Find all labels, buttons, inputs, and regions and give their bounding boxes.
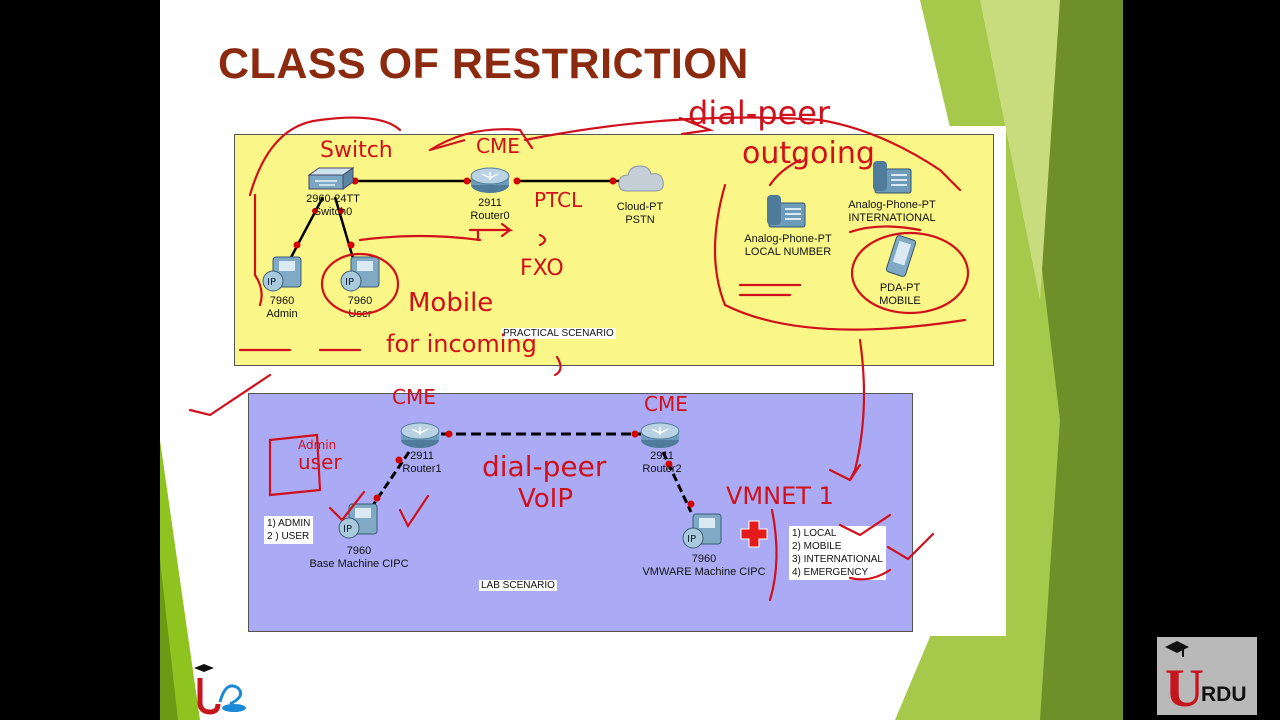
pda-icon[interactable] [885,235,917,279]
svg-text:IP: IP [267,277,276,288]
ink-dial-peer-lab: dial-peer [482,450,607,483]
switch-icon[interactable] [305,167,355,191]
urdu-logo-u: U [1165,658,1204,718]
analog-phone-local-icon[interactable] [763,193,809,231]
ink-admin-small: Admin [298,438,337,452]
channel-logo-icon [194,664,246,715]
slide-title: CLASS OF RESTRICTION [218,40,749,88]
ip-phone-admin-icon[interactable]: IP [261,253,305,293]
ink-for-incoming: for incoming [386,330,537,358]
ink-dial-peer-top: dial-peer [688,94,831,132]
ip-phone-user-icon[interactable]: IP [339,253,383,293]
svg-text:IP: IP [345,277,354,288]
svg-text:IP: IP [687,534,696,545]
ink-vmnet: VMNET 1 [726,482,834,510]
ip-phone-base-icon[interactable]: IP [337,500,381,540]
ip-phone-vmware-icon[interactable]: IP [681,510,725,550]
urdu-logo-text: RDU [1201,683,1247,706]
ink-switch: Switch [320,138,393,163]
ink-mobile: Mobile [408,288,494,318]
svg-text:IP: IP [343,524,352,535]
ink-cme-lab-right: CME [644,392,688,416]
ink-ptcl: PTCL [534,188,583,212]
urdu-logo: U RDU [1157,637,1257,718]
ink-voip: VoIP [518,484,574,514]
ink-outgoing: outgoing [742,136,875,171]
router2-icon[interactable] [639,420,681,450]
router1-icon[interactable] [399,420,441,450]
ink-fxo: FXO [520,256,564,281]
ink-cme-top: CME [476,134,520,158]
lab-scenario-label: LAB SCENARIO [479,580,557,591]
ink-cme-lab-left: CME [392,385,436,409]
router-icon[interactable] [469,165,511,195]
slide: CLASS OF RESTRICTION 2960-24TT [160,0,1123,720]
cloud-icon[interactable] [617,161,667,197]
ink-user-small: user [298,450,342,474]
graduation-cap-icon [1165,641,1189,657]
analog-phone-international-icon[interactable] [869,159,915,197]
slide-background-decoration [160,0,1123,720]
medical-cross-icon [740,520,768,548]
practical-scenario-label: PRACTICAL SCENARIO [501,328,616,339]
